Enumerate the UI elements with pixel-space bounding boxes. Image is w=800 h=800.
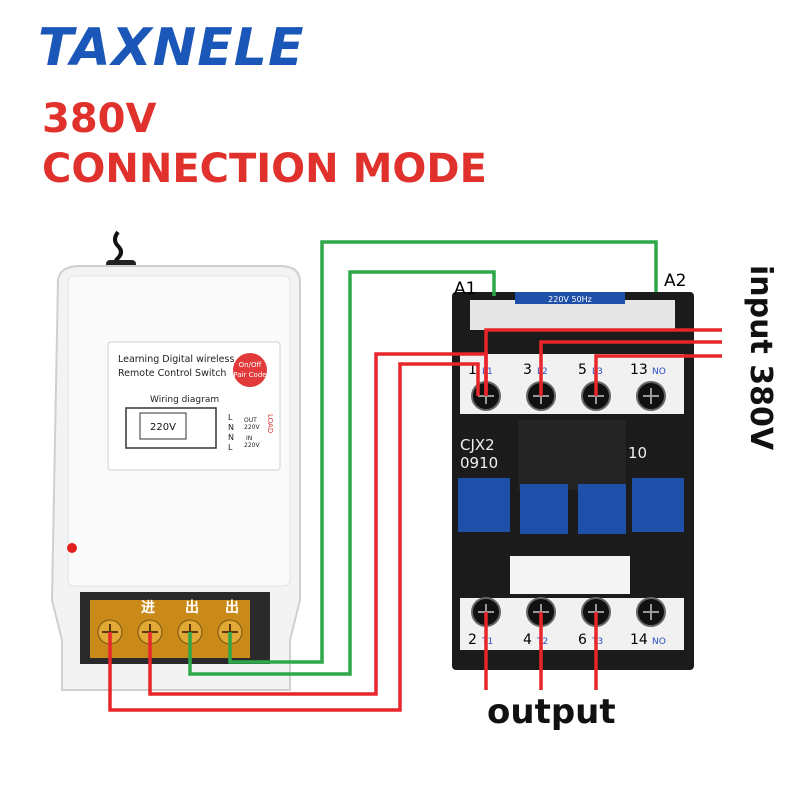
status-led: [67, 543, 77, 553]
pin-n2: N: [228, 433, 234, 442]
pin-l2: L: [228, 443, 233, 452]
input-380v-label: input 380V: [743, 265, 778, 451]
terminal-label-out2: 出: [225, 599, 239, 616]
wiring-diagram-heading: Wiring diagram: [150, 395, 219, 405]
actuator-slot: [518, 420, 626, 490]
brand-logo: TAXNELE: [38, 18, 305, 78]
wire-green-a1: [188, 270, 496, 676]
out-label: OUT: [244, 417, 257, 424]
load-label: LOAD: [266, 414, 274, 433]
coil-plate: [515, 292, 625, 304]
terminal-label-out1: 出: [185, 599, 199, 616]
top-screws: [471, 381, 666, 411]
switch-label-line2: Remote Control Switch: [118, 368, 226, 379]
in-label: IN: [246, 435, 252, 442]
rating-label: 10: [628, 444, 647, 462]
pin-n1: N: [228, 423, 234, 432]
terminal-4: 4: [523, 632, 532, 648]
pair-button[interactable]: [233, 353, 267, 387]
output-label: output: [487, 692, 616, 732]
switch-label-line1: Learning Digital wireless: [118, 354, 234, 365]
terminal-2: 2: [468, 632, 477, 648]
wire-input-l2: [539, 340, 722, 396]
contactor-foot: [458, 650, 480, 668]
title-voltage: 380V: [42, 96, 157, 142]
terminal-5: 5: [578, 362, 587, 378]
contactor: 220V 50Hz 1 L1 3 L2 5 L3 13 NO CJX2 0910…: [452, 292, 694, 670]
contactor-foot: [666, 650, 688, 668]
coil-label: 220V 50Hz: [548, 295, 592, 304]
model-line2: 0910: [460, 454, 498, 472]
out-voltage: 220V: [244, 424, 260, 431]
wire-input-l1: [484, 328, 722, 396]
terminal-label-in: 进: [141, 600, 155, 616]
remote-switch: Learning Digital wireless Remote Control…: [50, 230, 301, 691]
in-voltage: 220V: [244, 442, 260, 449]
terminal-14-sub: NO: [652, 637, 666, 647]
model-line1: CJX2: [460, 436, 495, 454]
nameplate: [510, 556, 630, 594]
wires: [108, 240, 722, 712]
terminal-1: 1: [468, 362, 477, 378]
pair-button-label1: On/Off: [239, 361, 262, 369]
indicator-windows: [458, 478, 684, 534]
wire-red-l1-return: [108, 362, 480, 712]
wire-green-a2: [228, 240, 658, 664]
pin-l1: L: [228, 413, 233, 422]
coil-terminal-a2: A2: [664, 271, 686, 291]
mini-diagram-box: [139, 412, 187, 440]
terminal-13-sub: NO: [652, 367, 666, 377]
terminal-13: 13: [630, 362, 648, 378]
pair-button-label2: Pair Code: [233, 371, 266, 379]
coil-cover: [470, 300, 675, 330]
terminal-3: 3: [523, 362, 532, 378]
title-connection-mode: CONNECTION MODE: [42, 146, 487, 192]
terminal-14: 14: [630, 632, 648, 648]
wire-input-l3: [594, 354, 722, 396]
coil-terminal-a1: A1: [454, 279, 476, 299]
mini-diagram-voltage: 220V: [150, 422, 176, 433]
mini-diagram-frame: [125, 407, 217, 449]
terminal-6: 6: [578, 632, 587, 648]
